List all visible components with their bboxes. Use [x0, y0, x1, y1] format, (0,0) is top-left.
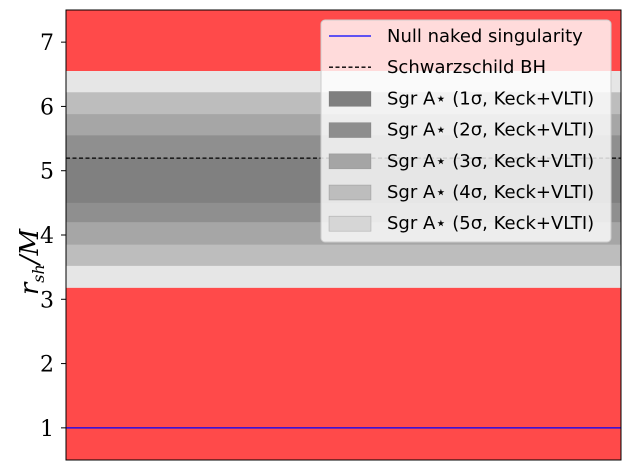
y-tick-label: 2	[40, 353, 54, 378]
legend-patch-swatch	[328, 122, 372, 138]
legend-patch-swatch	[328, 153, 372, 170]
y-tick-label: 1	[40, 417, 54, 442]
legend-label: Null naked singularity	[387, 26, 583, 47]
legend-label: Sgr A⋆ (4σ, Keck+VLTI)	[387, 182, 594, 203]
legend-label: Sgr A⋆ (2σ, Keck+VLTI)	[387, 120, 594, 141]
y-axis-label: rsh/M	[15, 227, 48, 295]
y-tick-label: 5	[40, 160, 54, 185]
y-axis: 1 2 3 4 5 6 7	[40, 31, 66, 442]
legend-label: Sgr A⋆ (3σ, Keck+VLTI)	[387, 151, 594, 172]
y-tick-label: 6	[40, 95, 54, 120]
legend-label: Schwarzschild BH	[387, 57, 546, 78]
legend-patch-swatch	[328, 184, 372, 201]
excluded-region-0	[66, 287, 621, 460]
legend-label: Sgr A⋆ (1σ, Keck+VLTI)	[387, 88, 594, 109]
legend-patch-swatch	[328, 215, 372, 232]
y-tick-label: 4	[40, 224, 54, 249]
legend-label: Sgr A⋆ (5σ, Keck+VLTI)	[387, 213, 594, 234]
legend-patch-swatch	[328, 91, 372, 107]
legend-box	[320, 19, 612, 243]
y-tick-label: 7	[40, 31, 54, 56]
y-tick-label: 3	[40, 288, 54, 313]
